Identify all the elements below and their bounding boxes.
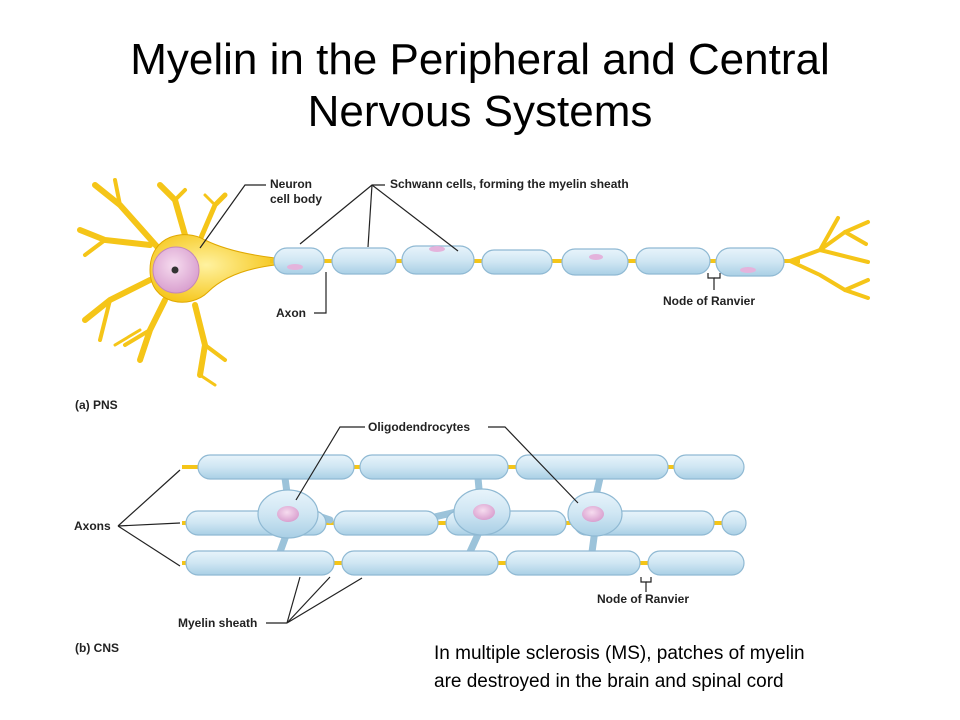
label-axon: Axon bbox=[276, 306, 306, 320]
schwann-cell bbox=[401, 245, 475, 275]
caption-line-2: are destroyed in the brain and spinal co… bbox=[434, 671, 784, 692]
caption-line-1: In multiple sclerosis (MS), patches of m… bbox=[434, 643, 805, 664]
oligodendrocyte-nucleus bbox=[277, 506, 299, 522]
schwann-cell bbox=[331, 247, 397, 275]
label-myelin-sheath: Myelin sheath bbox=[178, 616, 257, 630]
myelin-sheath-segment bbox=[333, 510, 439, 536]
label-oligodendrocytes: Oligodendrocytes bbox=[368, 420, 470, 434]
myelin-sheath-segment bbox=[197, 454, 355, 480]
title-line-1: Myelin in the Peripheral and Central bbox=[130, 35, 830, 84]
myelin-sheath-segment bbox=[721, 510, 747, 536]
cns-row-3-sheaths bbox=[185, 550, 745, 576]
myelin-sheath-segment bbox=[673, 454, 745, 480]
oligodendrocytes bbox=[257, 488, 623, 539]
panel-label-cns: (b) CNS bbox=[75, 641, 119, 655]
schwann-cell bbox=[481, 249, 553, 275]
panel-label-pns: (a) PNS bbox=[75, 398, 118, 412]
neuron-dendrites bbox=[77, 178, 228, 387]
myelin-sheath-segment bbox=[505, 550, 641, 576]
pns-panel: Neuron cell body Schwann cells, forming … bbox=[75, 177, 870, 412]
label-pns-node-of-ranvier: Node of Ranvier bbox=[663, 294, 755, 308]
label-cns-node-of-ranvier: Node of Ranvier bbox=[597, 592, 689, 606]
schwann-cell bbox=[273, 247, 325, 275]
cns-panel: Oligodendrocytes Axons Myelin sheath Nod… bbox=[74, 420, 747, 655]
schwann-cell-segments bbox=[273, 245, 785, 277]
label-schwann-cells: Schwann cells, forming the myelin sheath bbox=[390, 177, 629, 191]
nucleolus bbox=[171, 266, 179, 274]
ms-caption: In multiple sclerosis (MS), patches of m… bbox=[434, 640, 934, 696]
schwann-nuclei bbox=[287, 246, 756, 273]
title-line-2: Nervous Systems bbox=[307, 87, 653, 136]
oligodendrocyte-nucleus bbox=[582, 506, 604, 522]
oligodendrocyte-nucleus bbox=[473, 504, 495, 520]
myelin-sheath-segment bbox=[515, 454, 669, 480]
label-axons: Axons bbox=[74, 519, 111, 533]
myelin-sheath-segment bbox=[185, 550, 335, 576]
cns-row-1-sheaths bbox=[197, 454, 745, 480]
myelin-sheath-segment bbox=[359, 454, 509, 480]
pns-leader-lines bbox=[199, 184, 721, 314]
label-cell-body: cell body bbox=[270, 192, 322, 206]
myelin-sheath-segment bbox=[341, 550, 499, 576]
cns-leader-lines bbox=[117, 426, 652, 624]
label-neuron: Neuron bbox=[270, 177, 312, 191]
axon-terminals bbox=[788, 216, 870, 300]
schwann-cell bbox=[715, 247, 785, 277]
schwann-cell bbox=[635, 247, 711, 275]
myelin-sheath-segment bbox=[647, 550, 745, 576]
slide-title: Myelin in the Peripheral and Central Ner… bbox=[0, 34, 960, 138]
schwann-cell bbox=[561, 248, 629, 276]
